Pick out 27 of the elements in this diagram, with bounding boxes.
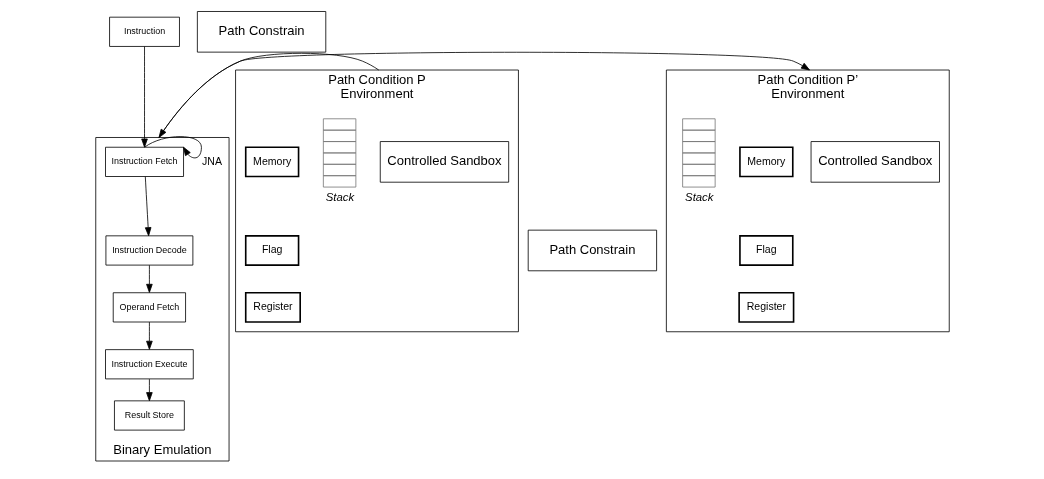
node-box: Register (244, 291, 301, 323)
node-box: Result Store (113, 400, 185, 431)
node-box: Flag (738, 235, 794, 266)
node-box: Register (737, 291, 794, 323)
node-box: Controlled Sandbox (810, 141, 940, 183)
node-label: Stack (684, 191, 713, 204)
edge-label: JNA (201, 154, 222, 167)
arrow (158, 52, 379, 138)
node-box: Controlled Sandbox (379, 141, 509, 183)
node-box: Instruction Execute (104, 349, 194, 380)
node-box: Path Constrain (196, 11, 326, 53)
arrow (145, 264, 153, 293)
node-box: Instruction Fetch (104, 146, 184, 177)
node-box: Instruction (108, 16, 180, 47)
node-box: Flag (244, 235, 299, 266)
arrow (158, 51, 810, 138)
arrow (143, 136, 202, 159)
arrow (145, 321, 153, 350)
arrow (140, 46, 148, 148)
node-box: Instruction Decode (105, 235, 193, 266)
node-box: Memory (244, 146, 299, 178)
node-box: Path Constrain (527, 229, 657, 272)
arrow (145, 378, 153, 402)
node-label: Stack (325, 191, 354, 204)
node-box: Operand Fetch (112, 292, 186, 323)
node-box: Memory (738, 146, 794, 178)
arrow (144, 176, 151, 237)
